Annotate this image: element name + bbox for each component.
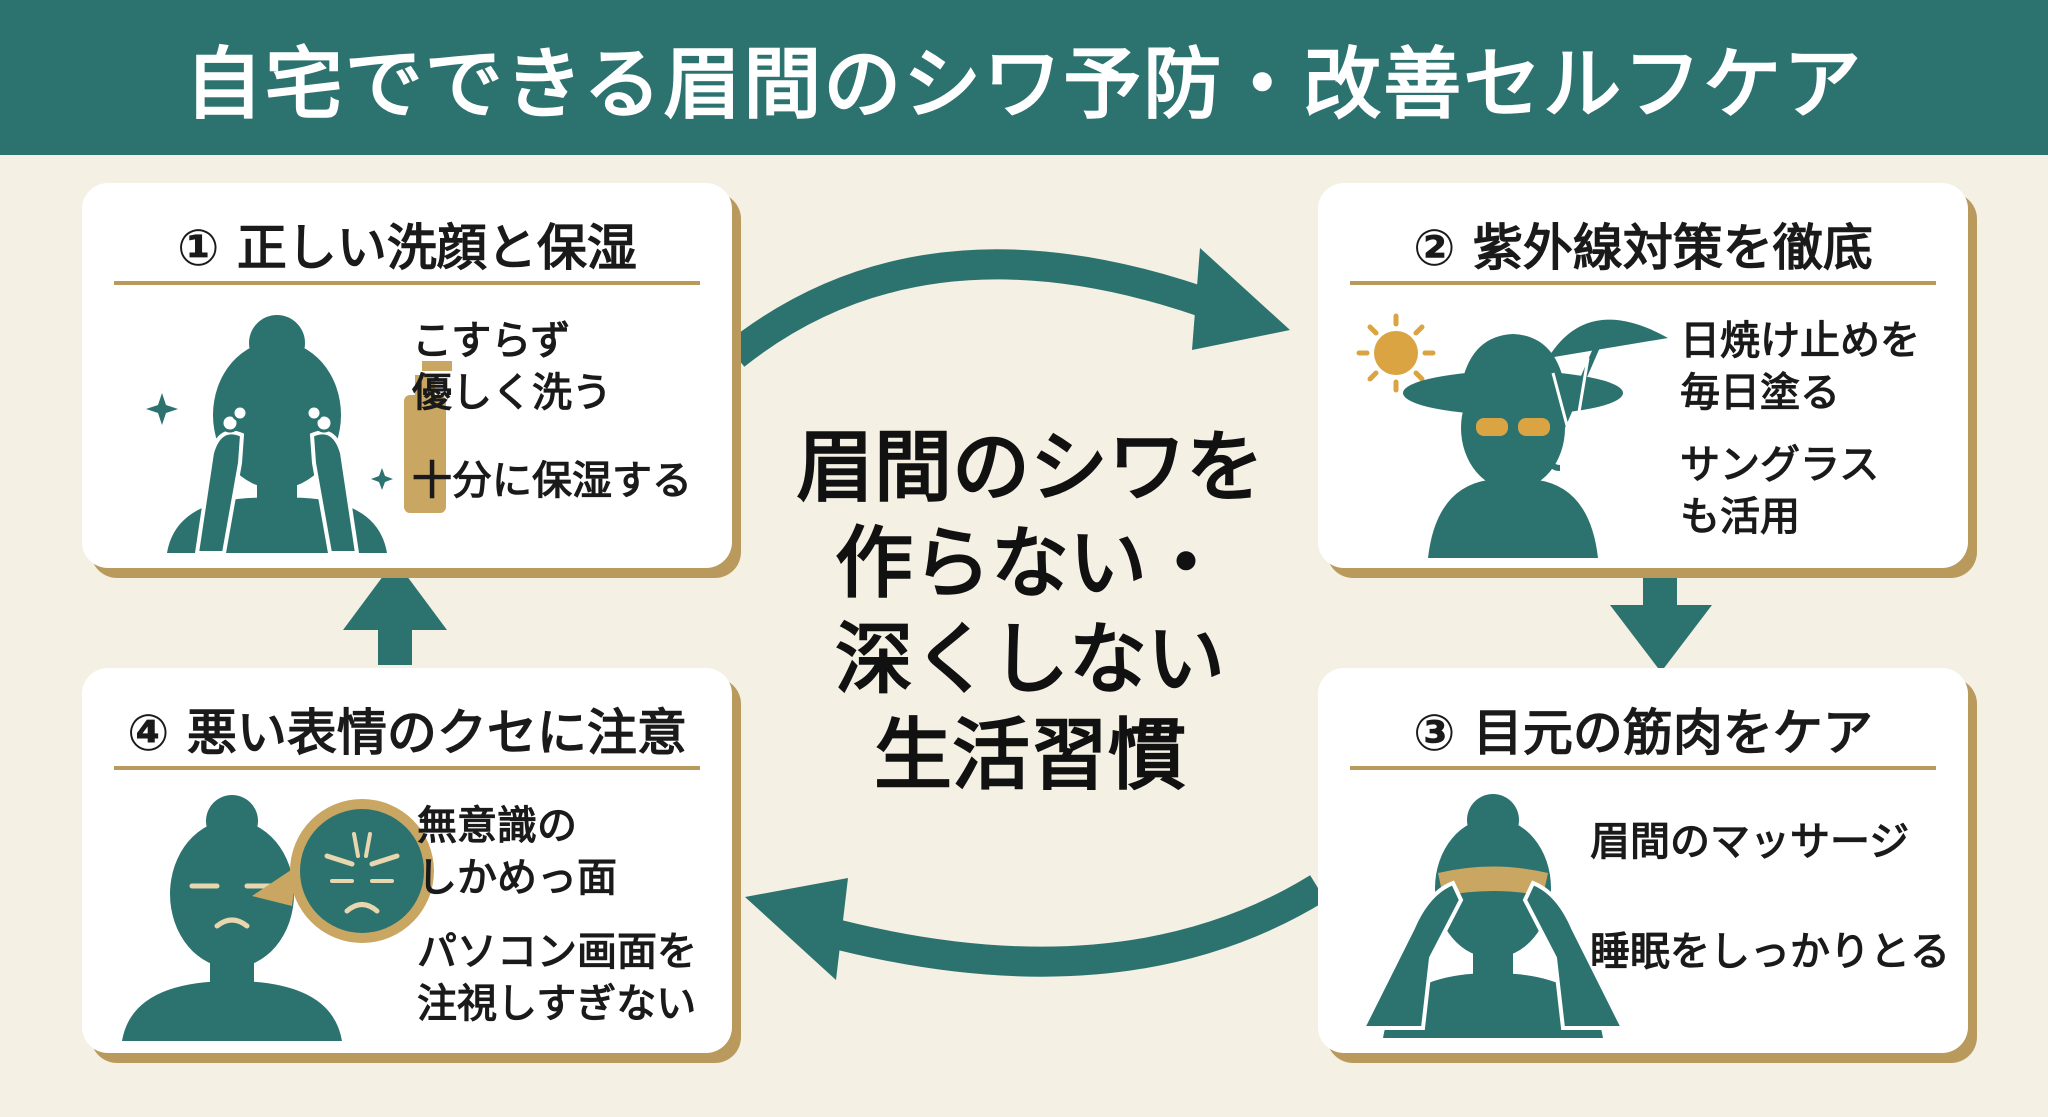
lotion-bottle-icon [404,395,446,513]
sun-icon [1356,313,1436,393]
card-text-secondary: 十分に保湿する [412,458,692,504]
card-title: ③ 目元の筋肉をケア [1413,704,1873,762]
center-line: 生活習慣 [873,711,1186,801]
arrow-bottom-head [745,878,848,980]
card-title: ④ 悪い表情のクセに注意 [127,704,687,762]
card-text-primary: 日焼け止めを 毎日塗る [1680,318,1920,416]
card-facial-expression-habits: ④ 悪い表情のクセに注意 無意識の しかめっ面 パソコン画面を 注視しすぎない [82,668,732,1053]
arrow-bottom [816,875,1326,977]
face-washing-icon [146,315,452,553]
sparkle-icon [146,393,178,425]
center-line: 深くしない [834,615,1225,705]
sun-hat-person-icon [1356,313,1668,558]
card-text-primary: 眉間のマッサージ [1590,819,1910,865]
arrow-right-head [1610,605,1712,672]
card-text-secondary: パソコン画面を 注視しすぎない [417,929,697,1027]
card-title: ① 正しい洗顔と保湿 [177,219,637,277]
center-line: 眉間のシワを [795,423,1264,513]
arrow-left-head [343,560,447,630]
card-washing-moisturizing: ① 正しい洗顔と保湿 こすらず 優しく洗う 十分に保湿する [82,183,732,568]
card-text-secondary: サングラス も活用 [1680,442,1880,540]
center-message: 眉間のシワを 作らない・ 深くしない 生活習慣 [770,420,1290,804]
umbrella-icon [1547,319,1668,471]
arrow-top [725,249,1231,367]
eye-massage-icon [1359,794,1627,1038]
card-title: ② 紫外線対策を徹底 [1413,219,1873,277]
card-divider [1350,766,1936,770]
page-title: 自宅でできる眉間のシワ予防・改善セルフケア [184,39,1864,130]
header-banner: 自宅でできる眉間のシワ予防・改善セルフケア [0,0,2048,155]
card-divider [1350,281,1936,285]
card-divider [114,766,700,770]
center-line: 作らない・ [834,519,1225,609]
card-eye-muscle-care: ③ 目元の筋肉をケア 眉間のマッサージ 睡眠をしっかりとる [1318,668,1968,1053]
card-text-secondary: 睡眠をしっかりとる [1590,929,1950,975]
card-text-primary: こすらず 優しく洗う [412,318,612,416]
frowning-face-icon [122,795,434,1041]
card-text-primary: 無意識の しかめっ面 [417,803,617,901]
card-divider [114,281,700,285]
card-uv-protection: ② 紫外線対策を徹底 日焼け止めを 毎日塗る サングラス も活用 [1318,183,1968,568]
arrow-top-head [1192,248,1290,350]
